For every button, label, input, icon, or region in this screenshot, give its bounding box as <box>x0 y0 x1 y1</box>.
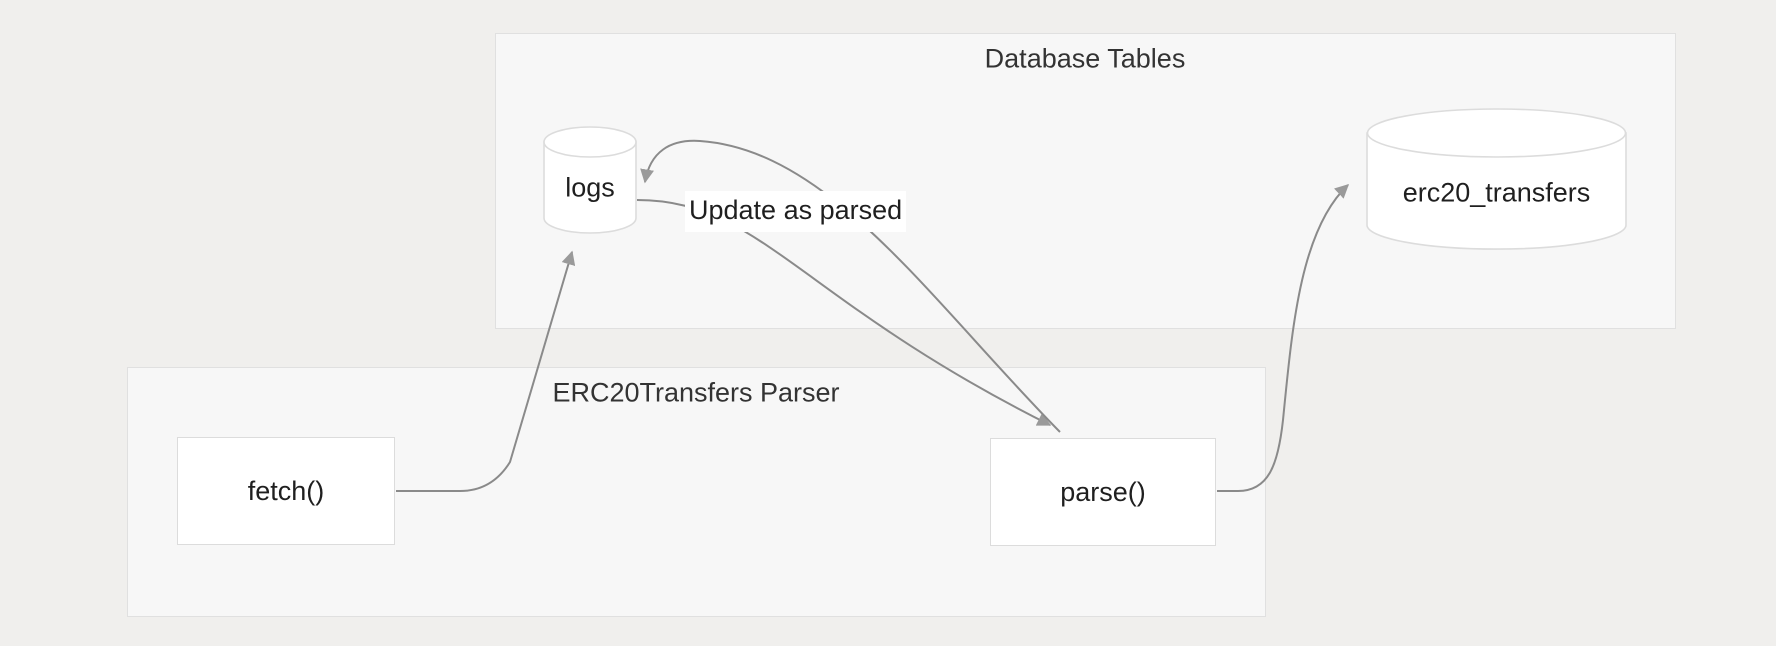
cluster-database-tables-title: Database Tables <box>984 43 1186 74</box>
cluster-erc20transfers-parser-title: ERC20Transfers Parser <box>552 377 840 408</box>
node-erc20-transfers[interactable]: erc20_transfers <box>1366 108 1627 250</box>
node-fetch[interactable]: fetch() <box>177 437 395 545</box>
edge-label-update-as-parsed: Update as parsed <box>685 191 907 232</box>
cylinder-shape <box>543 126 637 234</box>
node-logs-label: logs <box>565 172 615 203</box>
node-erc20-transfers-label: erc20_transfers <box>1402 177 1591 208</box>
cylinder-shape <box>1366 108 1627 250</box>
node-logs[interactable]: logs <box>543 126 637 234</box>
node-parse[interactable]: parse() <box>990 438 1216 546</box>
